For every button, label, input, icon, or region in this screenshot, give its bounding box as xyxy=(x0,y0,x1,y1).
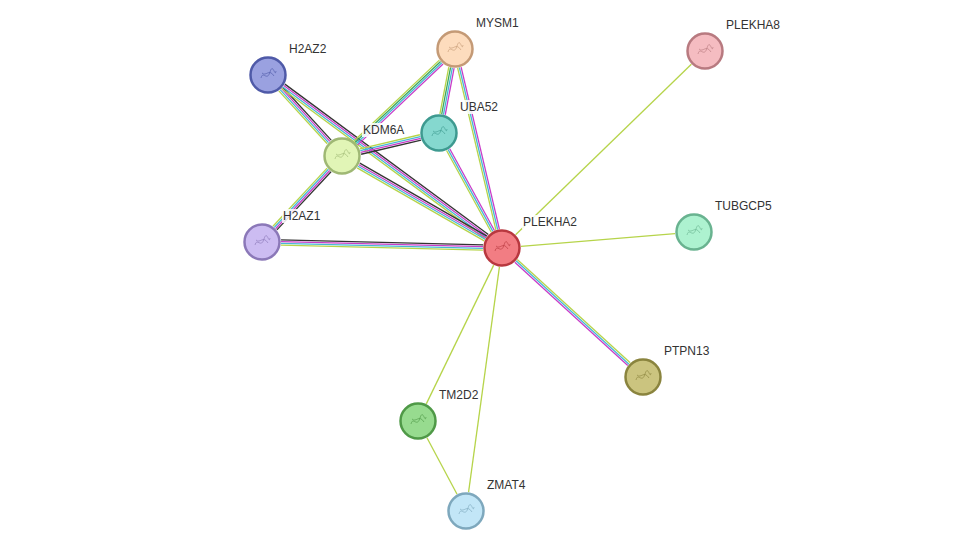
protein-label: PLEKHA8 xyxy=(725,18,781,32)
interaction-edge xyxy=(427,438,457,494)
evidence-line xyxy=(274,169,328,227)
protein-label: TM2D2 xyxy=(438,388,479,402)
node-circle xyxy=(686,32,724,70)
interaction-edge xyxy=(521,234,675,247)
node-circle xyxy=(675,213,713,251)
interaction-edge xyxy=(440,67,454,115)
evidence-line xyxy=(277,172,331,230)
protein-label: PTPN13 xyxy=(663,344,710,358)
protein-label: ZMAT4 xyxy=(486,478,526,492)
evidence-line xyxy=(282,88,485,238)
protein-node: H2AZ1 xyxy=(243,223,281,261)
protein-node: KDM6A xyxy=(323,137,361,175)
evidence-line xyxy=(515,262,628,365)
interaction-edge xyxy=(515,259,630,365)
evidence-line xyxy=(427,438,457,494)
evidence-line xyxy=(469,267,500,492)
node-circle xyxy=(624,358,662,396)
node-circle xyxy=(399,402,437,440)
interaction-edge xyxy=(469,267,500,492)
protein-node: TUBGCP5 xyxy=(675,213,713,251)
node-circle xyxy=(447,492,485,530)
evidence-line xyxy=(281,245,483,250)
evidence-line xyxy=(273,168,327,226)
node-circle xyxy=(420,114,458,152)
evidence-line xyxy=(521,234,675,247)
evidence-line xyxy=(360,163,487,236)
protein-node: PLEKHA2 xyxy=(483,229,521,267)
evidence-line xyxy=(517,259,630,362)
protein-label: H2AZ2 xyxy=(288,42,327,56)
interaction-edge xyxy=(281,240,483,250)
protein-label: H2AZ1 xyxy=(282,209,321,223)
protein-node: TM2D2 xyxy=(399,402,437,440)
protein-label: UBA52 xyxy=(459,100,499,114)
protein-label: TUBGCP5 xyxy=(714,199,773,213)
evidence-line xyxy=(357,168,484,241)
node-circle xyxy=(243,223,281,261)
interaction-edge xyxy=(516,64,692,235)
protein-node: PLEKHA8 xyxy=(686,32,724,70)
evidence-line xyxy=(442,67,451,114)
protein-label: MYSM1 xyxy=(475,16,520,30)
protein-label: PLEKHA2 xyxy=(522,215,578,229)
evidence-line xyxy=(359,165,486,238)
interaction-edge xyxy=(360,135,421,154)
protein-node: H2AZ2 xyxy=(249,56,287,94)
evidence-line xyxy=(516,64,692,235)
evidence-line xyxy=(440,67,449,114)
node-circle xyxy=(323,137,361,175)
interaction-edge xyxy=(273,168,331,230)
evidence-line xyxy=(360,137,420,151)
interaction-edge xyxy=(357,163,487,241)
node-circle xyxy=(249,56,287,94)
evidence-line xyxy=(276,171,330,229)
node-circle xyxy=(483,229,521,267)
evidence-line xyxy=(361,138,421,152)
evidence-line xyxy=(516,261,629,364)
protein-label: KDM6A xyxy=(362,123,405,137)
evidence-line xyxy=(447,151,492,233)
evidence-line xyxy=(448,150,493,232)
protein-node: MYSM1 xyxy=(436,30,474,68)
protein-node: PTPN13 xyxy=(624,358,662,396)
evidence-line xyxy=(358,166,485,239)
node-circle xyxy=(436,30,474,68)
protein-node: ZMAT4 xyxy=(447,492,485,530)
protein-node: UBA52 xyxy=(420,114,458,152)
